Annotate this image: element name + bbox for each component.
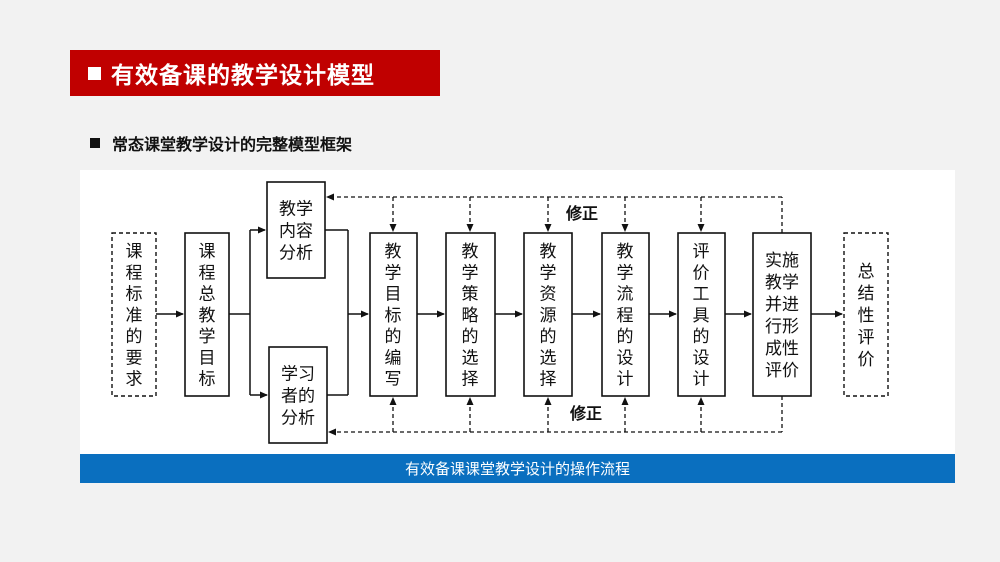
node-text-formative-eval: 成性 — [765, 339, 799, 359]
node-text-strategy: 的 — [462, 327, 479, 347]
node-text-overall-goals: 目 — [199, 349, 216, 369]
node-text-process: 设 — [617, 349, 634, 369]
node-content-analysis — [266, 181, 326, 279]
subtitle-text: 常态课堂教学设计的完整模型框架 — [112, 135, 353, 154]
node-eval-tools — [677, 232, 726, 397]
node-text-resources: 择 — [540, 370, 557, 390]
node-text-eval-tools: 的 — [693, 327, 710, 347]
node-text-overall-goals: 学 — [199, 327, 216, 347]
node-text-content-analysis: 分析 — [279, 244, 313, 264]
section-title: 有效备课的教学设计模型 — [111, 63, 375, 89]
node-text-objectives: 的 — [385, 327, 402, 347]
square-bullet-icon — [90, 138, 100, 148]
node-text-overall-goals: 课 — [199, 242, 216, 262]
node-text-process: 计 — [617, 370, 634, 390]
node-text-resources: 源 — [540, 306, 557, 326]
node-text-objectives: 教 — [385, 242, 402, 262]
node-text-eval-tools: 具 — [693, 306, 710, 326]
node-text-resources: 选 — [540, 349, 557, 369]
node-text-formative-eval: 评价 — [765, 361, 799, 381]
node-formative-eval — [752, 232, 812, 397]
subtitle-row: 常态课堂教学设计的完整模型框架 — [90, 130, 352, 156]
node-text-learner-analysis: 者的 — [281, 387, 315, 407]
node-text-eval-tools: 价 — [693, 263, 710, 283]
node-text-learner-analysis: 学习 — [281, 365, 315, 385]
flow-diagram-figure: 修正 修正 课程标准的要求课程总教学目标教学内容分析学习者的分析教学目标的编写教… — [80, 170, 955, 483]
node-text-eval-tools: 设 — [693, 349, 710, 369]
node-text-summative-eval: 评 — [858, 328, 875, 348]
node-text-standards: 程 — [126, 263, 143, 283]
node-text-process: 学 — [617, 263, 634, 283]
node-text-process: 教 — [617, 242, 634, 262]
node-text-standards: 的 — [126, 327, 143, 347]
node-text-summative-eval: 总 — [858, 262, 875, 282]
node-text-overall-goals: 程 — [199, 263, 216, 283]
node-text-strategy: 择 — [462, 370, 479, 390]
node-text-overall-goals: 教 — [199, 306, 216, 326]
node-text-process: 流 — [617, 285, 634, 305]
node-text-standards: 要 — [126, 349, 143, 369]
node-text-resources: 教 — [540, 242, 557, 262]
node-text-formative-eval: 并进 — [765, 295, 799, 315]
node-text-eval-tools: 工 — [693, 285, 710, 305]
node-text-learner-analysis: 分析 — [281, 409, 315, 429]
node-text-summative-eval: 价 — [858, 350, 875, 370]
node-text-strategy: 教 — [462, 242, 479, 262]
node-text-process: 程 — [617, 306, 634, 326]
node-text-objectives: 学 — [385, 263, 402, 283]
flow-diagram: 修正 修正 课程标准的要求课程总教学目标教学内容分析学习者的分析教学目标的编写教… — [111, 181, 889, 444]
node-text-strategy: 选 — [462, 349, 479, 369]
node-text-strategy: 策 — [462, 285, 479, 305]
node-text-eval-tools: 评 — [693, 242, 710, 262]
square-bullet-icon — [88, 66, 101, 80]
node-text-resources: 的 — [540, 327, 557, 347]
node-text-content-analysis: 内容 — [279, 222, 313, 242]
section-title-bar: 有效备课的教学设计模型 — [70, 50, 440, 96]
node-text-objectives: 编 — [385, 349, 402, 369]
node-text-formative-eval: 实施 — [765, 251, 799, 271]
node-text-formative-eval: 教学 — [765, 273, 799, 293]
node-text-standards: 课 — [126, 242, 143, 262]
node-text-strategy: 学 — [462, 263, 479, 283]
revise-label-top: 修正 — [565, 204, 598, 223]
node-text-process: 的 — [617, 327, 634, 347]
node-text-summative-eval: 性 — [858, 306, 875, 326]
node-text-formative-eval: 行形 — [765, 317, 799, 337]
node-text-objectives: 标 — [385, 306, 402, 326]
figure-caption: 有效备课课堂教学设计的操作流程 — [80, 454, 955, 483]
node-text-standards: 求 — [126, 370, 143, 390]
node-text-objectives: 写 — [385, 370, 402, 390]
node-overall-goals — [184, 232, 230, 397]
node-text-standards: 标 — [126, 285, 143, 305]
node-text-summative-eval: 结 — [858, 284, 875, 304]
node-process — [601, 232, 650, 397]
node-text-overall-goals: 标 — [199, 370, 216, 390]
node-text-standards: 准 — [126, 306, 143, 326]
node-text-overall-goals: 总 — [199, 285, 216, 305]
node-text-strategy: 略 — [462, 306, 479, 326]
node-text-eval-tools: 计 — [693, 370, 710, 390]
node-text-content-analysis: 教学 — [279, 200, 313, 220]
node-text-resources: 资 — [540, 285, 557, 305]
node-standards — [111, 232, 157, 397]
node-text-resources: 学 — [540, 263, 557, 283]
node-text-objectives: 目 — [385, 285, 402, 305]
node-summative-eval — [843, 232, 889, 397]
node-labels: 课程标准的要求课程总教学目标教学内容分析学习者的分析教学目标的编写教学策略的选择… — [126, 200, 875, 429]
revise-label-bottom: 修正 — [569, 404, 602, 423]
node-learner-analysis — [268, 346, 328, 444]
